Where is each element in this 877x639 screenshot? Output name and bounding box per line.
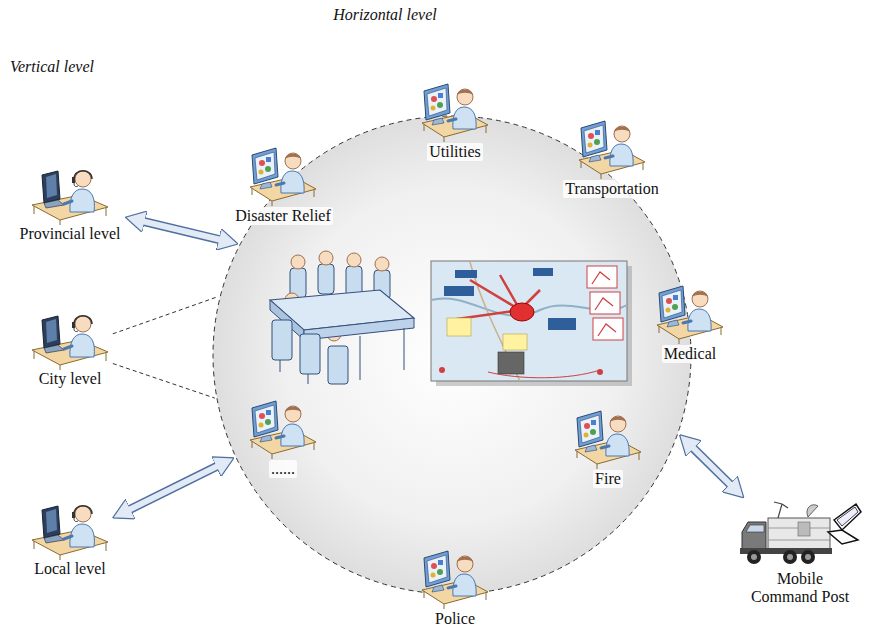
agent-icon: [248, 400, 318, 460]
arrow-body: [689, 444, 735, 489]
decor-shape: [592, 272, 616, 336]
decor-shape: [510, 303, 534, 321]
decor-shape: [318, 264, 334, 294]
decor-shape: [304, 318, 414, 340]
connector-group: [138, 220, 225, 241]
decor-shape: [450, 275, 540, 320]
decor-shape: [447, 318, 471, 336]
node-label: Local level: [32, 560, 108, 578]
decor-shape: [590, 292, 620, 314]
agency-node: Transportation: [563, 120, 661, 198]
agency-node: Local level: [30, 500, 110, 578]
decor-shape: [347, 253, 361, 267]
operator-figure: [32, 506, 108, 560]
dashed-link: [113, 364, 215, 399]
decor-shape: [404, 328, 405, 370]
decor-shape: [360, 336, 361, 380]
connector-group: [124, 464, 222, 513]
agent-figure: [422, 84, 488, 142]
dashed-link: [113, 297, 218, 334]
decor-shape: [431, 261, 627, 381]
operator-icon: [30, 310, 110, 370]
agency-node: Mobile Command Post: [738, 500, 863, 606]
decor-shape: [533, 268, 553, 276]
node-label: City level: [37, 370, 104, 388]
decor-shape: [503, 334, 527, 350]
meeting-table: [270, 251, 414, 384]
horizontal-circle: Horizontal levelUtilitiesDisaster Relief…: [212, 115, 692, 595]
node-label: Disaster Relief: [233, 207, 333, 225]
dashed-circle: [213, 116, 691, 594]
decor-shape: [308, 374, 309, 384]
agent-icon: [655, 285, 725, 345]
agency-node: ......: [248, 400, 318, 478]
decor-shape: [280, 360, 281, 372]
decor-shape: [548, 318, 576, 330]
decor-shape: [300, 334, 320, 374]
operator-icon: [30, 165, 110, 225]
block-arrow: [689, 444, 733, 488]
agent-figure: [250, 148, 316, 206]
agent-figure: [657, 286, 723, 344]
operator-figure: [32, 171, 108, 225]
arrow-body: [138, 220, 225, 241]
node-label: Mobile Command Post: [743, 570, 857, 606]
truck-figure: [740, 502, 861, 564]
agent-figure: [250, 401, 316, 459]
node-label: Fire: [593, 470, 623, 488]
agent-icon: [248, 147, 318, 207]
agency-node: City level: [30, 310, 110, 388]
node-label: Utilities: [427, 143, 483, 161]
agent-figure: [579, 121, 645, 179]
agent-icon: [420, 83, 490, 143]
connector-group: [113, 364, 215, 399]
decor-shape: [272, 320, 292, 360]
agent-icon: [420, 550, 490, 610]
block-arrow: [139, 220, 225, 240]
agency-node: Provincial level: [18, 165, 123, 243]
agent-icon: [577, 120, 647, 180]
agent-figure: [575, 411, 641, 469]
connector-group: [113, 297, 218, 334]
agency-node: Fire: [573, 410, 643, 488]
situation-screen: [431, 261, 632, 386]
decor-shape: [593, 318, 623, 340]
decor-shape: [597, 369, 603, 375]
truck-icon: [738, 500, 863, 570]
decor-shape: [444, 286, 474, 296]
decor-shape: [328, 346, 348, 384]
node-label: Provincial level: [18, 225, 123, 243]
decor-shape: [319, 251, 333, 265]
agency-node: Utilities: [420, 83, 490, 161]
arrow-body: [124, 464, 222, 513]
node-label: Transportation: [563, 180, 661, 198]
decor-shape: [455, 270, 477, 278]
agent-icon: [573, 410, 643, 470]
operator-icon: [30, 500, 110, 560]
node-label: ......: [269, 460, 297, 478]
decor-shape: [498, 352, 524, 374]
connector-group: [689, 444, 735, 489]
level-heading: Vertical level: [10, 58, 94, 76]
node-label: Medical: [662, 345, 718, 363]
decor-shape: [291, 255, 305, 269]
level-heading: Horizontal level: [333, 6, 437, 24]
decor-shape: [587, 266, 617, 288]
agency-node: Police: [420, 550, 490, 628]
decor-shape: [488, 370, 600, 378]
agency-node: Medical: [655, 285, 725, 363]
decor-shape: [439, 367, 445, 373]
agency-node: Disaster Relief: [233, 147, 333, 225]
horizontal-disk: [213, 116, 691, 594]
decor-shape: [375, 257, 389, 271]
agent-figure: [422, 551, 488, 609]
block-arrow: [125, 464, 221, 512]
node-label: Police: [433, 610, 477, 628]
operator-figure: [32, 316, 108, 370]
